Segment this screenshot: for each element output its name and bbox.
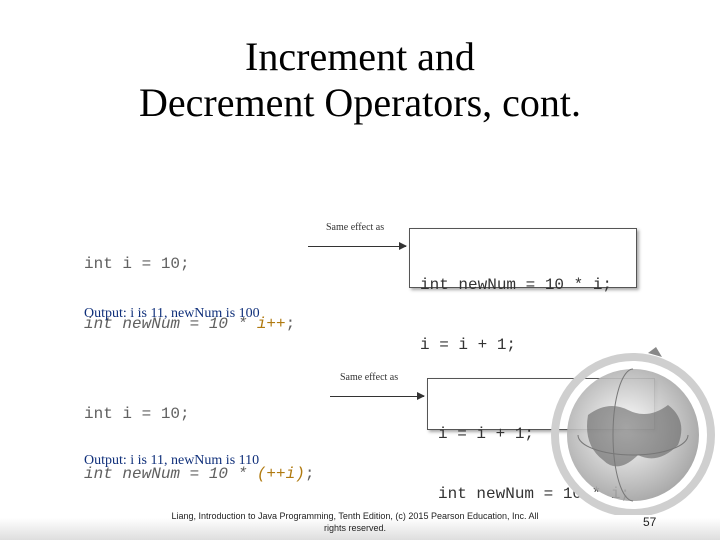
code-block-2: int i = 10; int newNum = 10 * (++i); [84, 364, 314, 524]
code-line: int newNum = 10 * (++i); [84, 465, 315, 483]
arrow-right-icon [308, 242, 407, 250]
arrow-label: Same effect as [326, 222, 385, 233]
equivalent-code-box: int newNum = 10 * i; i = i + 1; [409, 228, 637, 354]
output-text: Output: i is 11, newNum is 100 [84, 306, 260, 321]
globe-icon [551, 347, 715, 515]
code-line: i = i + 1; [438, 425, 535, 443]
code-line: int newNum = 10 * i++; [84, 315, 296, 333]
output-text: Output: i is 11, newNum is 110 [84, 453, 260, 468]
code-line: int i = 10; [84, 255, 190, 273]
page-number: 57 [643, 515, 657, 529]
arrow-right-icon [330, 392, 425, 400]
code-line: int newNum = 10 * i; [420, 276, 613, 294]
title-line-1: Increment and [245, 34, 475, 79]
slide-title: Increment and Decrement Operators, cont. [0, 34, 720, 126]
highlighted-expression: i++ [256, 315, 286, 333]
footer-bar [0, 518, 720, 540]
code-block-1: int i = 10; int newNum = 10 * i++; [84, 214, 295, 374]
code-line: int i = 10; [84, 405, 190, 423]
title-line-2: Decrement Operators, cont. [138, 80, 582, 125]
code-line: i = i + 1; [420, 336, 517, 354]
footer-citation: Liang, Introduction to Java Programming,… [171, 511, 539, 533]
highlighted-expression: (++i) [256, 465, 305, 483]
arrow-label: Same effect as [340, 372, 399, 383]
